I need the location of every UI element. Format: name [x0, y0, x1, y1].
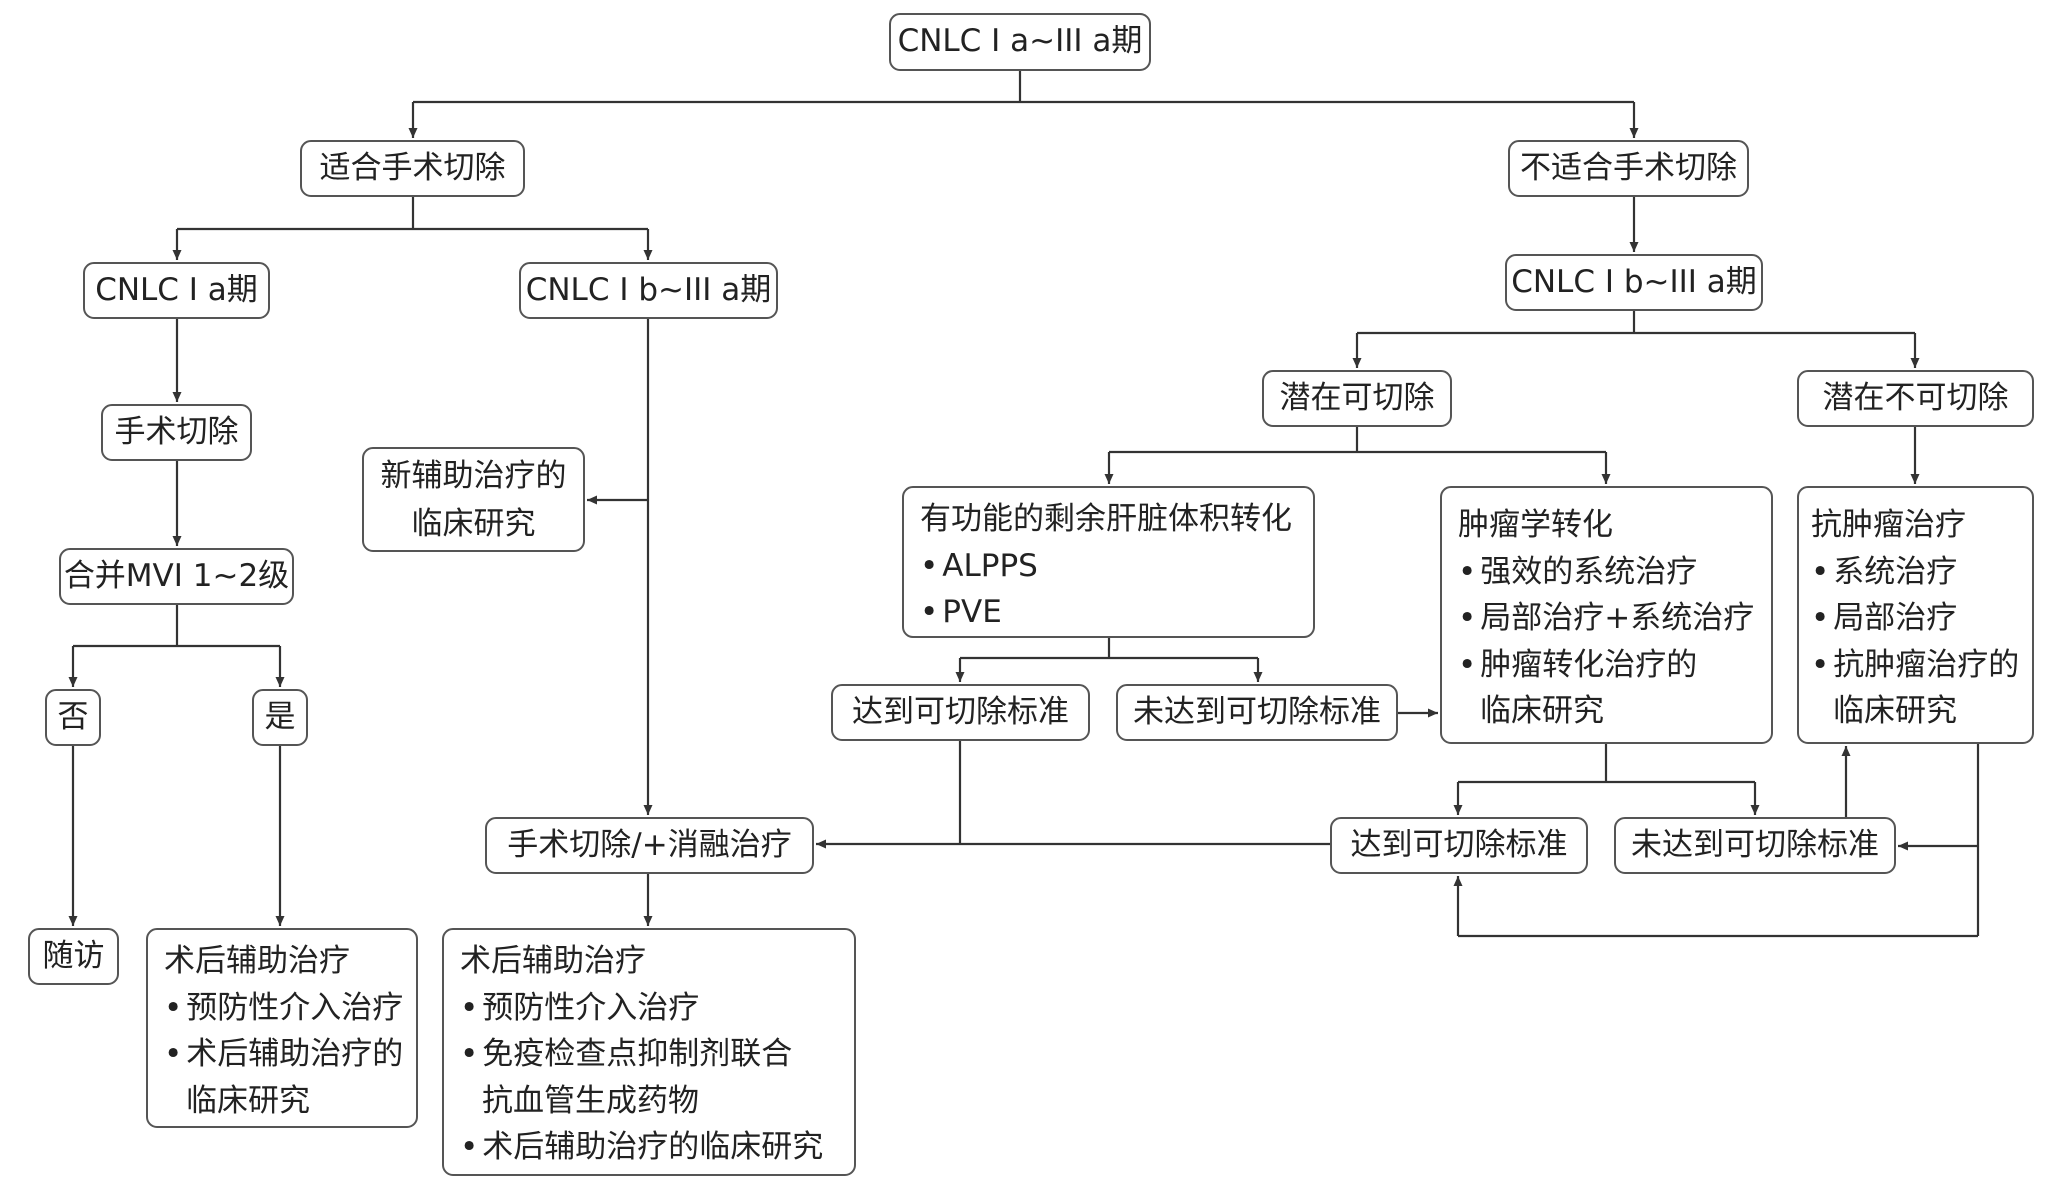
node-adjuvant-a: 术后辅助治疗 预防性介入治疗 术后辅助治疗的 临床研究: [146, 928, 418, 1128]
antitumor-item: 系统治疗: [1811, 549, 2018, 596]
flr-item: PVE: [920, 589, 1299, 636]
adjuvant-b-item: 预防性介入治疗: [460, 985, 840, 1032]
node-notmet-criteria-1: 未达到可切除标准: [1116, 684, 1398, 741]
node-flr-conversion: 有功能的剩余肝脏体积转化 ALPPS PVE: [902, 486, 1315, 638]
node-stage-ia: CNLC I a期: [83, 262, 270, 319]
connector-oncologic-bus: [1458, 744, 1755, 784]
node-potential-unresectable: 潜在不可切除: [1797, 370, 2034, 427]
adjuvant-a-item-continuation: 临床研究: [186, 1082, 310, 1119]
antitumor-item-continuation: 临床研究: [1833, 693, 1957, 729]
node-stage-ib-iiia-left: CNLC I b~III a期: [519, 262, 778, 319]
oncologic-item: 肿瘤转化治疗的: [1458, 642, 1757, 689]
connector-suitable-bus: [177, 197, 648, 231]
flr-item: ALPPS: [920, 543, 1299, 590]
node-suitable-for-surgery: 适合手术切除: [300, 140, 525, 197]
node-unsuitable-for-surgery: 不适合手术切除: [1508, 140, 1749, 197]
antitumor-title: 抗肿瘤治疗: [1811, 507, 1966, 543]
node-antitumor-therapy: 抗肿瘤治疗 系统治疗 局部治疗 抗肿瘤治疗的 临床研究: [1797, 486, 2034, 744]
oncologic-title: 肿瘤学转化: [1458, 507, 1613, 543]
node-follow-up: 随访: [28, 928, 119, 985]
node-no: 否: [45, 689, 101, 746]
node-adjuvant-b: 术后辅助治疗 预防性介入治疗 免疫检查点抑制剂联合 抗血管生成药物 术后辅助治疗…: [442, 928, 856, 1176]
node-notmet-criteria-2: 未达到可切除标准: [1614, 817, 1896, 874]
node-met-criteria-2: 达到可切除标准: [1330, 817, 1588, 874]
node-stage-ib-iiia-right: CNLC I b~III a期: [1505, 254, 1763, 311]
connector-flr-bus: [960, 638, 1258, 660]
antitumor-item: 局部治疗: [1811, 595, 2018, 642]
oncologic-item: 局部治疗+系统治疗: [1458, 595, 1757, 642]
neoadjuvant-line-1: 新辅助治疗的: [380, 457, 567, 494]
antitumor-item: 抗肿瘤治疗的: [1811, 642, 2019, 689]
node-mvi: 合并MVI 1~2级: [59, 548, 294, 605]
adjuvant-b-item-continuation: 抗血管生成药物: [482, 1082, 699, 1119]
oncologic-item: 强效的系统治疗: [1458, 549, 1757, 596]
adjuvant-a-item: 术后辅助治疗的: [164, 1031, 403, 1078]
adjuvant-b-item: 免疫检查点抑制剂联合: [460, 1031, 840, 1078]
adjuvant-b-title: 术后辅助治疗: [460, 943, 646, 979]
node-yes: 是: [252, 689, 308, 746]
adjuvant-b-item: 术后辅助治疗的临床研究: [460, 1124, 840, 1171]
connector-mvi-bus: [73, 605, 280, 648]
connector-root-bus: [413, 71, 1634, 104]
node-met-criteria-1: 达到可切除标准: [831, 684, 1090, 741]
node-root: CNLC I a~III a期: [889, 13, 1151, 71]
node-oncologic-conversion: 肿瘤学转化 强效的系统治疗 局部治疗+系统治疗 肿瘤转化治疗的 临床研究: [1440, 486, 1773, 744]
connector-stage-right-bus: [1357, 311, 1915, 335]
adjuvant-a-item: 预防性介入治疗: [164, 985, 403, 1032]
node-surgery: 手术切除: [101, 404, 252, 461]
adjuvant-a-title: 术后辅助治疗: [164, 943, 350, 979]
neoadjuvant-line-2: 临床研究: [411, 505, 536, 542]
oncologic-item-continuation: 临床研究: [1480, 693, 1604, 729]
flr-title: 有功能的剩余肝脏体积转化: [920, 501, 1292, 537]
node-surgery-ablation: 手术切除/+消融治疗: [485, 817, 814, 874]
node-neoadjuvant-trial: 新辅助治疗的 临床研究: [362, 447, 585, 552]
node-potential-resectable: 潜在可切除: [1262, 370, 1452, 427]
connector-resectable-bus: [1109, 427, 1606, 454]
